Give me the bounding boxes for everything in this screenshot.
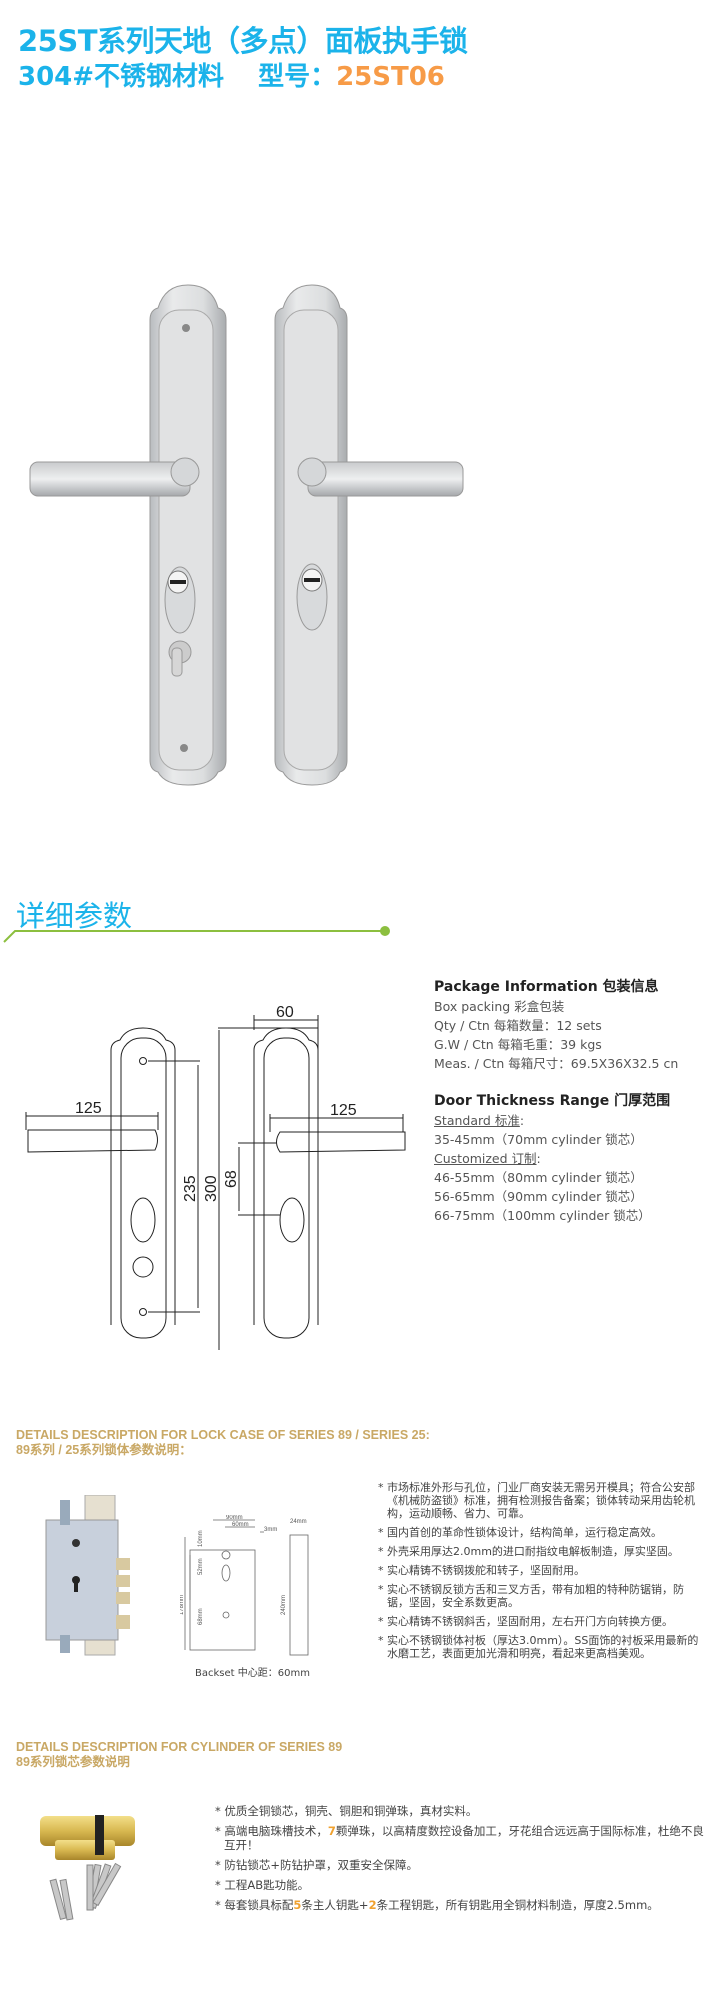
door-thickness-heading: Door Thickness Range 门厚范围	[434, 1093, 671, 1109]
customized-range: 56-65mm（90mm cylinder 锁芯）	[434, 1189, 643, 1204]
lock-case-photo	[45, 1495, 130, 1656]
dim-handle-right: 125	[330, 1102, 357, 1119]
package-heading: Package Information 包装信息	[434, 979, 659, 995]
cylinder-points: * 优质全铜锁芯，铜壳、铜胆和铜弹珠，真材实料。 * 高端电脑珠槽技术，7颗弹珠…	[215, 1804, 705, 1918]
lock-case-point: * 实心精铸不锈钢拨舵和转子，坚固耐用。	[378, 1564, 585, 1577]
dim-10mm: 10mm	[198, 1530, 204, 1547]
backset-label: Backset 中心距：60mm	[195, 1668, 310, 1679]
dim-52mm: 52mm	[198, 1558, 204, 1575]
lock-case-point: * 实心不锈钢反锁方舌和三叉方舌，带有加粗的特种防锯销，防锯，坚固，安全系数更高…	[378, 1583, 684, 1609]
package-line: Qty / Ctn 每箱数量：12 sets	[434, 1018, 602, 1033]
standard-range: 35-45mm（70mm cylinder 锁芯）	[434, 1132, 643, 1147]
customized-range: 66-75mm（100mm cylinder 锁芯）	[434, 1208, 651, 1223]
cylinder-point: * 高端电脑珠槽技术，7颗弹珠，以高精度数控设备加工，牙花组合远远高于国际标准，…	[215, 1824, 704, 1852]
dim-178mm: 178mm	[180, 1595, 185, 1615]
dim-handle-cylinder: 68	[223, 1170, 240, 1188]
section-title: 详细参数	[16, 899, 133, 933]
dim-90mm: 90mm	[226, 1515, 243, 1521]
lock-case-points: * 市场标准外形与孔位，门业厂商安装无需另开模具；符合公安部《机械防盗锁》标准，…	[378, 1481, 703, 1666]
dim-24mm: 24mm	[290, 1519, 307, 1525]
lock-case-drawing: 90mm 60mm 3mm 24mm 10mm 52mm 68mm 178mm …	[180, 1515, 309, 1656]
left-plate	[29, 284, 227, 786]
dim-plate-height: 300	[203, 1175, 220, 1202]
dim-60mm: 60mm	[232, 1522, 249, 1528]
lock-case-point: * 外壳采用厚达2.0mm的进口耐指纹电解板制造，厚实坚固。	[378, 1545, 679, 1558]
lock-case-point: * 实心不锈钢锁体衬板（厚达3.0mm）。SS面饰的衬板采用最新的水磨工艺，表面…	[378, 1634, 699, 1660]
dim-plate-width: 60	[276, 1004, 294, 1021]
standard-label: Standard 标准	[434, 1113, 520, 1128]
cylinder-photo	[40, 1815, 135, 1921]
package-line: G.W / Ctn 每箱毛重：39 kgs	[434, 1037, 602, 1052]
product-subtitle: 304#不锈钢材料 型号：25ST06	[18, 56, 445, 93]
lock-case-point: * 实心精铸不锈钢斜舌，坚固耐用，左右开门方向转换方便。	[378, 1615, 673, 1628]
cylinder-heading-cn: 89系列锁芯参数说明	[16, 1755, 130, 1769]
product-title: 25ST系列天地（多点）面板执手锁	[18, 24, 468, 58]
cylinder-point: * 优质全铜锁芯，铜壳、铜胆和铜弹珠，真材实料。	[215, 1804, 478, 1818]
cylinder-heading-en: DETAILS DESCRIPTION FOR CYLINDER OF SERI…	[16, 1740, 343, 1754]
dim-handle-left: 125	[75, 1100, 102, 1117]
right-plate	[274, 284, 464, 786]
dim-3mm: 3mm	[264, 1527, 277, 1533]
customized-label: Customized 订制	[434, 1151, 537, 1166]
dimension-drawing: 125 125 60 235 300 68	[25, 1004, 406, 1350]
customized-range: 46-55mm（80mm cylinder 锁芯）	[434, 1170, 643, 1185]
spec-panel: Package Information 包装信息 Box packing 彩盒包…	[434, 979, 679, 1223]
cylinder-point: * 工程AB匙功能。	[215, 1878, 310, 1892]
product-photo	[29, 284, 464, 786]
dim-68mm: 68mm	[198, 1608, 204, 1625]
section-divider	[3, 926, 390, 943]
material: 304#不锈钢材料	[18, 62, 225, 92]
dim-240mm: 240mm	[281, 1595, 287, 1615]
cylinder-point: * 每套锁具标配5条主人钥匙+2条工程钥匙，所有钥匙用全铜材料制造，厚度2.5m…	[215, 1898, 659, 1912]
model-label: 型号：	[258, 62, 337, 92]
dim-screw-spacing: 235	[182, 1175, 199, 1202]
cylinder-point: * 防钻锁芯+防钻护罩，双重安全保障。	[215, 1858, 419, 1872]
package-line: Meas. / Ctn 每箱尺寸：69.5X36X32.5 cn	[434, 1056, 679, 1071]
lock-case-point: * 市场标准外形与孔位，门业厂商安装无需另开模具；符合公安部《机械防盗锁》标准，…	[378, 1481, 695, 1520]
package-line: Box packing 彩盒包装	[434, 999, 565, 1014]
lock-case-point: * 国内首创的革命性锁体设计，结构简单，运行稳定高效。	[378, 1526, 662, 1539]
model-value: 25ST06	[336, 62, 445, 92]
lock-case-heading-en: DETAILS DESCRIPTION FOR LOCK CASE OF SER…	[16, 1428, 430, 1442]
lock-case-heading-cn: 89系列 / 25系列锁体参数说明：	[16, 1443, 192, 1457]
